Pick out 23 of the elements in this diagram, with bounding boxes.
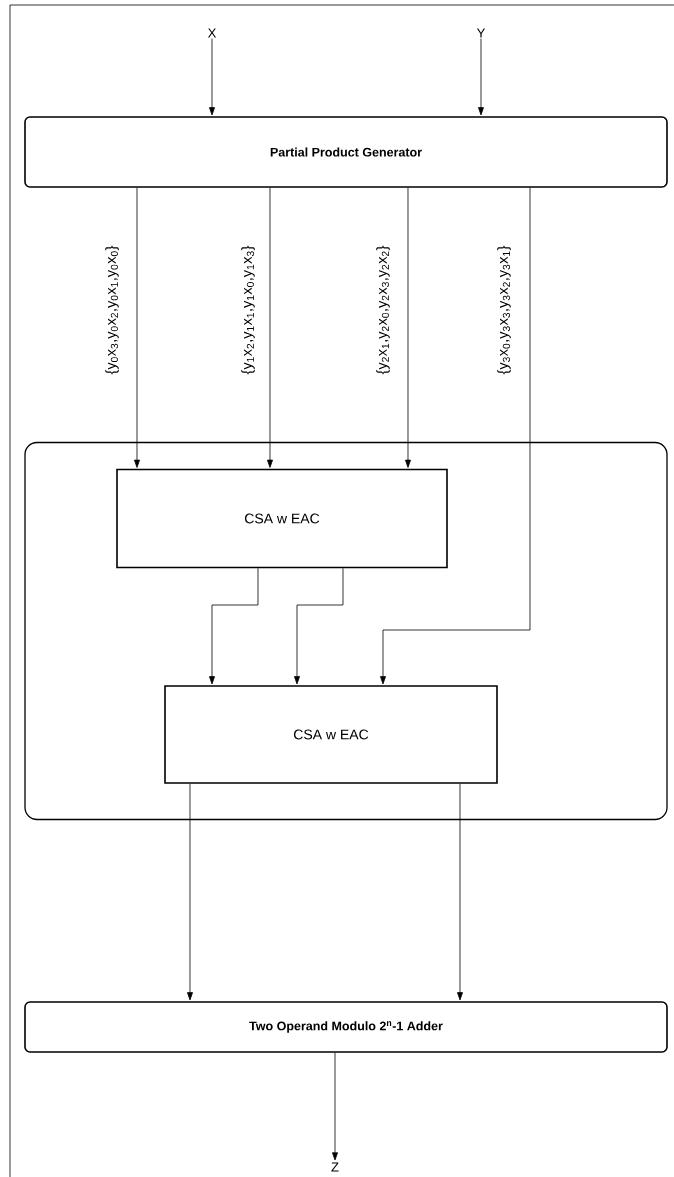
- block-box: Partial Product Generator: [24, 116, 668, 188]
- arrow: [405, 187, 411, 468]
- arrow: [267, 187, 273, 468]
- block-box: Two Operand Modulo 2$^{n}$-1 Adder: [24, 1001, 668, 1053]
- arrow: [134, 187, 140, 468]
- block-box: CSA w EAC: [116, 468, 448, 569]
- edge-label: {y$_{2}$x$_{1}$,y$_{2}$x$_{0}$,y$_{2}$x$_{3}$,y$_{2}$x$_{2}$}: [376, 245, 390, 375]
- arrow: [187, 783, 193, 1001]
- arrow: [294, 567, 344, 685]
- edge-label: {y$_{3}$x$_{0}$,y$_{3}$x$_{3}$,y$_{3}$x$_{2}$,y$_{3}$x$_{1}$}: [497, 245, 511, 375]
- arrow: [332, 1052, 338, 1161]
- edge-label: {y$_{1}$x$_{2}$,y$_{1}$x$_{1}$,y$_{1}$x$_{0}$,y$_{1}$x$_{3}$}: [241, 245, 255, 375]
- signal-label: Z: [331, 1162, 339, 1172]
- arrow: [478, 38, 484, 116]
- signal-label: Y: [476, 28, 486, 38]
- block-box: CSA w EAC: [164, 685, 498, 784]
- arrow: [209, 567, 259, 685]
- edge-label: {y$_{0}$x$_{3}$,y$_{0}$x$_{2}$,y$_{0}$x$_{1}$,y$_{0}$x$_{0}$}: [105, 245, 119, 375]
- arrow: [209, 38, 215, 116]
- arrow: [380, 187, 531, 685]
- container-box: [24, 441, 668, 821]
- arrow: [457, 783, 463, 1001]
- signal-label: X: [207, 28, 217, 38]
